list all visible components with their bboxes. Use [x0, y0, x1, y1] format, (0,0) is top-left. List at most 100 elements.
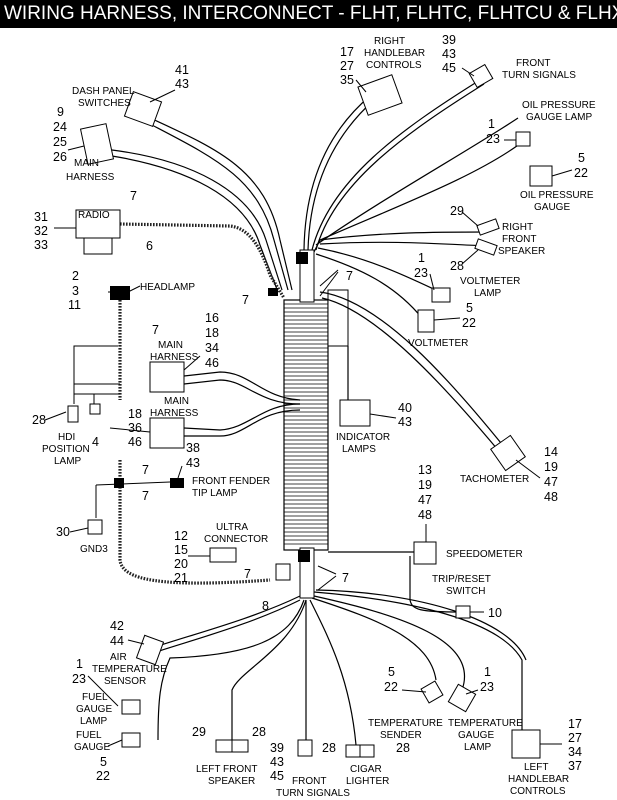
callout-40: 40	[398, 401, 412, 415]
callout-43-top: 43	[442, 47, 456, 61]
callout-33: 33	[34, 238, 48, 252]
main-harness-mid-1: MAIN	[158, 340, 183, 351]
upper-wires	[111, 79, 526, 451]
callout-1-oil: 1	[488, 117, 495, 131]
callout-22-fuel: 22	[96, 769, 110, 783]
headlamp-label: HEADLAMP	[140, 282, 195, 293]
callout-30: 30	[56, 525, 70, 539]
callout-45-top: 45	[442, 61, 456, 75]
callout-7-radio: 7	[130, 189, 137, 203]
callout-19-speedo: 19	[418, 478, 432, 492]
dash-panel-label-1: DASH PANEL	[72, 86, 135, 97]
wiring-diagram: 41 43 DASH PANEL SWITCHES 9 24 25 26 MAI…	[32, 33, 596, 799]
callout-5-volt: 5	[466, 301, 473, 315]
callout-29-right: 29	[450, 204, 464, 218]
callout-28-hdi: 28	[32, 413, 46, 427]
hdi-label-2: POSITION	[42, 444, 90, 455]
callout-3: 3	[72, 284, 79, 298]
callout-7-fender-a: 7	[142, 463, 149, 477]
callout-19-tach: 19	[544, 460, 558, 474]
callout-1-air: 1	[76, 657, 83, 671]
callout-28-cigar-a: 28	[322, 741, 336, 755]
callout-43-bottom: 43	[270, 755, 284, 769]
callout-48-tach: 48	[544, 490, 558, 504]
main-harness-low-2: HARNESS	[150, 408, 199, 419]
callout-15: 15	[174, 543, 188, 557]
callout-46: 46	[205, 356, 219, 370]
front-fender-2: TIP LAMP	[192, 488, 238, 499]
callout-6: 6	[146, 239, 153, 253]
right-speaker-3: SPEAKER	[498, 246, 545, 257]
callout-18: 18	[205, 326, 219, 340]
callout-45-bottom: 45	[270, 769, 284, 783]
callout-44: 44	[110, 634, 124, 648]
callout-38: 38	[186, 441, 200, 455]
tachometer-label: TACHOMETER	[460, 474, 529, 485]
callout-27-left: 27	[568, 731, 582, 745]
callout-17-left: 17	[568, 717, 582, 731]
callout-9: 9	[57, 105, 64, 119]
left-speaker-2: SPEAKER	[208, 776, 255, 787]
callout-31: 31	[34, 210, 48, 224]
callout-7-ultra: 7	[244, 567, 251, 581]
air-temp-2: TEMPERATURE	[92, 664, 167, 675]
callout-39-top: 39	[442, 33, 456, 47]
callout-10: 10	[488, 606, 502, 620]
trip-2: SWITCH	[446, 586, 485, 597]
callout-7-fender-b: 7	[142, 489, 149, 503]
callout-23-temp: 23	[480, 680, 494, 694]
cigar-2: LIGHTER	[346, 776, 389, 787]
callout-18-low: 18	[128, 407, 142, 421]
callout-22-temp: 22	[384, 680, 398, 694]
front-turn-bottom-2: TURN SIGNALS	[276, 788, 350, 799]
callout-32: 32	[34, 224, 48, 238]
left-handlebar-3: CONTROLS	[510, 786, 566, 797]
callout-14: 14	[544, 445, 558, 459]
callout-20: 20	[174, 557, 188, 571]
volt-lamp-2: LAMP	[474, 288, 502, 299]
front-turn-top-1: FRONT	[516, 58, 550, 69]
air-temp-3: SENSOR	[104, 676, 146, 687]
leader-lines	[44, 67, 573, 747]
right-handlebar-1: RIGHT	[374, 36, 405, 47]
callout-26: 26	[53, 150, 67, 164]
fuel-lamp-2: GAUGE	[76, 704, 112, 715]
oil-lamp-2: GAUGE LAMP	[526, 112, 592, 123]
left-handlebar-1: LEFT	[524, 762, 548, 773]
callout-23-volt: 23	[414, 266, 428, 280]
oil-lamp-1: OIL PRESSURE	[522, 100, 596, 111]
callout-28-left: 28	[252, 725, 266, 739]
right-handlebar-2: HANDLEBAR	[364, 48, 425, 59]
callout-24: 24	[53, 120, 67, 134]
callout-42: 42	[110, 619, 124, 633]
oil-gauge-2: GAUGE	[534, 202, 570, 213]
diagram-title: WIRING HARNESS, INTERCONNECT - FLHT, FLH…	[0, 0, 617, 28]
callout-37-left: 37	[568, 759, 582, 773]
callout-7-headlamp: 7	[242, 293, 249, 307]
callout-1-volt: 1	[418, 251, 425, 265]
callout-28-right: 28	[450, 259, 464, 273]
callout-22-volt: 22	[462, 316, 476, 330]
ultra-label-1: ULTRA	[216, 522, 248, 533]
callout-2: 2	[72, 269, 79, 283]
left-speaker-1: LEFT FRONT	[196, 764, 257, 775]
left-wires	[73, 291, 301, 585]
callout-46-low: 46	[128, 435, 142, 449]
right-handlebar-3: CONTROLS	[366, 60, 422, 71]
oil-gauge-1: OIL PRESSURE	[520, 190, 594, 201]
callout-7-left: 7	[152, 323, 159, 337]
temp-lamp-3: LAMP	[464, 742, 492, 753]
fuel-gauge-2: GAUGE	[74, 742, 110, 753]
callout-23-air: 23	[72, 672, 86, 686]
callout-36: 36	[128, 421, 142, 435]
callout-21: 21	[174, 571, 188, 585]
callout-5-oil: 5	[578, 151, 585, 165]
callout-5-temp: 5	[388, 665, 395, 679]
callout-28-cigar-b: 28	[396, 741, 410, 755]
callout-47-speedo: 47	[418, 493, 432, 507]
temp-sender-2: SENDER	[380, 730, 422, 741]
callout-5-fuel: 5	[100, 755, 107, 769]
cigar-1: CIGAR	[350, 764, 382, 775]
callout-16: 16	[205, 311, 219, 325]
voltmeter-label: VOLTMETER	[408, 338, 468, 349]
